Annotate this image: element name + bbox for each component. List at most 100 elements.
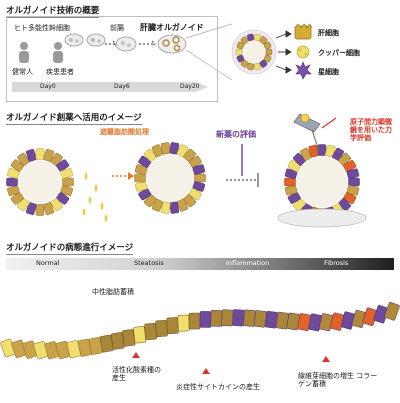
organoid-cell xyxy=(169,142,180,155)
organoid-cell xyxy=(35,204,45,216)
stage-normal: Normal xyxy=(36,259,60,267)
organoid-cell xyxy=(62,177,74,187)
stage-progress-bar: Normal Steatosis Inflammation Fibrosis xyxy=(6,258,394,270)
organoid-cell xyxy=(60,185,73,197)
organoid-cell xyxy=(17,198,30,212)
organoid-cell xyxy=(134,181,148,192)
marker-triangle-icon xyxy=(132,352,140,358)
organoid-cell xyxy=(293,153,306,166)
organoid-cell xyxy=(348,177,360,187)
fat-droplet-icon xyxy=(82,172,108,222)
afm-eval-label: 原子間力顕微鏡を用いた力学評価 xyxy=(350,118,392,143)
day6-label: Day6 xyxy=(114,83,130,90)
organoid-cell xyxy=(332,147,344,161)
organoid-cell xyxy=(300,147,312,161)
band-cell xyxy=(253,310,267,328)
timeline-bar xyxy=(12,82,208,92)
fat-treatment-label: 遊離脂肪酸処理 xyxy=(100,128,149,136)
patient-person-icon xyxy=(53,42,63,63)
healthy-label: 健常人 xyxy=(12,68,33,76)
marker-triangle-icon xyxy=(202,368,210,374)
hepatocyte-icon xyxy=(294,23,313,40)
organoid-cell xyxy=(25,149,37,162)
foregut-dish-icon xyxy=(115,36,137,52)
day20-label: Day20 xyxy=(180,83,200,90)
organoid-cell xyxy=(138,188,152,201)
organoid-cell xyxy=(50,152,63,166)
band-cell xyxy=(210,310,223,327)
foregut-label: 前腸 xyxy=(110,24,124,32)
organoid-cell xyxy=(293,198,306,211)
organoid-cell xyxy=(259,59,268,68)
stellate-icon xyxy=(295,61,312,80)
organoid-cell xyxy=(160,142,171,155)
organoid-cell xyxy=(236,54,245,63)
organoid-cell xyxy=(17,152,30,166)
organoid-cell xyxy=(7,185,20,197)
band-cell xyxy=(232,309,245,327)
overview-box xyxy=(6,16,218,102)
overview-diagram xyxy=(12,23,313,92)
liver-organoid-label: 肝臓オルガノイド xyxy=(140,23,204,32)
band-cell xyxy=(166,317,179,335)
organoid-dish-icon xyxy=(157,34,187,54)
legend-hepatocyte: 肝細胞 xyxy=(318,29,339,37)
marker-triangle-icon xyxy=(322,356,330,362)
organoid-cell xyxy=(10,192,24,205)
fibrosis-note: 線維芽細胞の増生 コラーゲン蓄積 xyxy=(298,372,378,389)
organoid-lumen xyxy=(146,154,194,202)
organoid-cell xyxy=(247,63,255,71)
organoid-cell xyxy=(194,173,206,183)
organoid-cell xyxy=(169,201,180,214)
drug-discovery-diagram xyxy=(6,113,367,228)
organoid-cell xyxy=(240,59,249,68)
organoid-cell xyxy=(151,144,164,158)
band-cell xyxy=(133,326,147,344)
arrow-icon xyxy=(112,172,134,180)
organoid-cell xyxy=(144,194,157,208)
stage-fibrosis: Fibrosis xyxy=(324,259,349,267)
arrow-icon xyxy=(139,40,156,48)
organoid-cell xyxy=(253,63,261,71)
organoid-cell xyxy=(263,41,272,50)
organoid-cell xyxy=(284,168,298,179)
organoid-lumen xyxy=(296,156,348,208)
organoid-cell xyxy=(134,173,146,183)
organoid-cell xyxy=(236,41,245,50)
organoid-cell xyxy=(160,201,171,214)
band-cell xyxy=(221,309,234,327)
disease-progression-diagram xyxy=(0,302,400,374)
organoid-cell xyxy=(151,198,164,212)
legend-stellate: 星細胞 xyxy=(318,68,339,76)
organoid-cell xyxy=(247,33,255,41)
organoid-cell xyxy=(343,192,357,204)
organoid-cell xyxy=(138,155,152,168)
organoid-cell xyxy=(192,181,206,192)
organoid-cell xyxy=(50,198,63,212)
organoid-cell xyxy=(176,198,189,212)
band-cell xyxy=(99,334,114,353)
organoid-cell xyxy=(346,168,360,179)
organoid-cell xyxy=(253,33,261,41)
organoid-lumen xyxy=(18,160,62,204)
band-cell xyxy=(243,309,256,327)
stem-cell-label: ヒト多能性幹細胞 xyxy=(14,24,70,32)
organoid-cell xyxy=(183,148,196,162)
cytokine-note: 炎症性サイトカインの産生 xyxy=(176,383,260,391)
organoid-lumen xyxy=(243,41,265,63)
section1-title: オルガノイド技術の概要 xyxy=(6,6,100,18)
band-cell xyxy=(122,329,136,347)
organoid-cell xyxy=(338,153,351,166)
organoid-zoom-icon xyxy=(231,29,277,75)
stage-inflammation: Inflammation xyxy=(226,259,270,267)
organoid-cell xyxy=(56,159,70,172)
fat-accumulation-note: 中性脂肪蓄積 xyxy=(92,288,134,296)
organoid-cell xyxy=(265,48,273,56)
stage-steatosis: Steatosis xyxy=(134,259,164,267)
organoid-cell xyxy=(343,160,357,172)
band-cell xyxy=(144,322,157,341)
organoid-cell xyxy=(287,160,301,172)
band-cell xyxy=(199,311,212,328)
band-cell xyxy=(188,312,201,330)
band-cell xyxy=(155,319,168,337)
